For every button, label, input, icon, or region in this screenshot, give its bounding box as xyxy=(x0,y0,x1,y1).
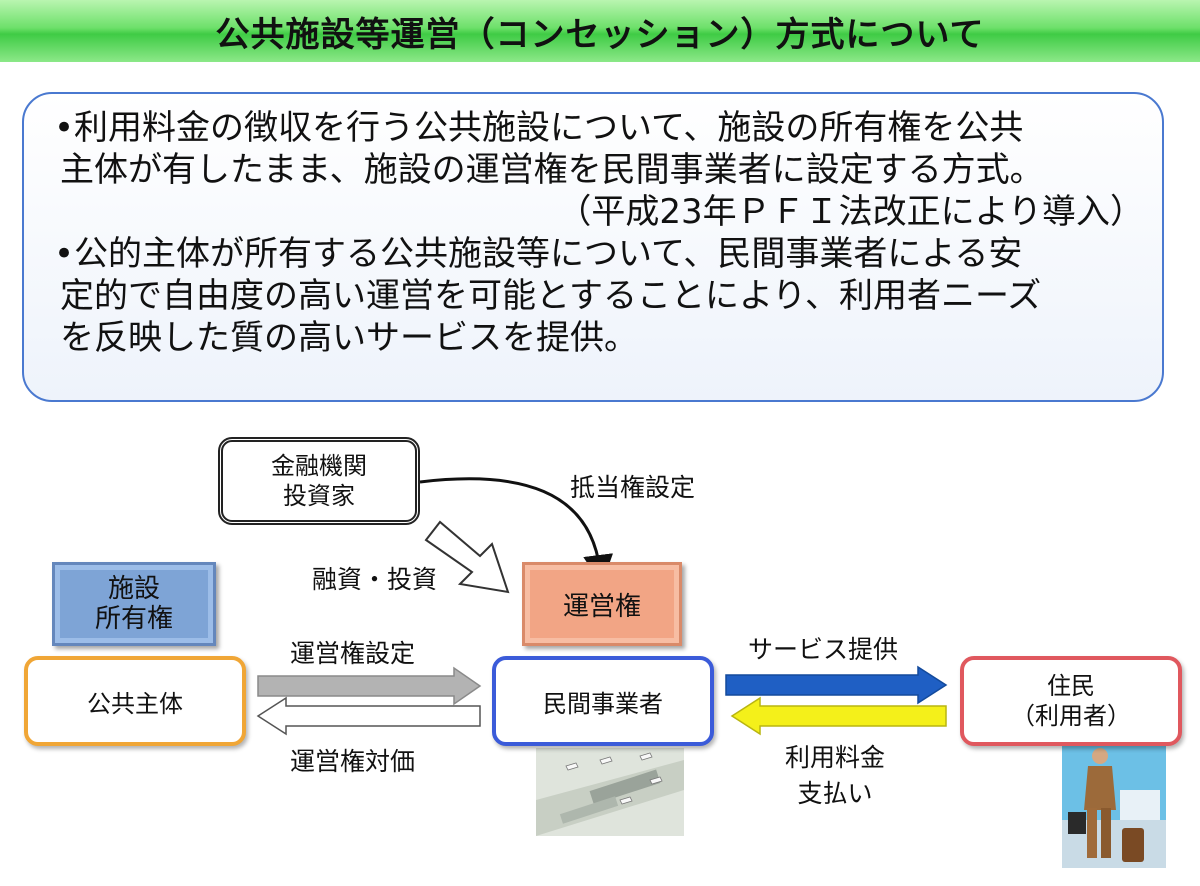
public-entity-label: 公共主体 xyxy=(87,689,183,718)
financing-arrow xyxy=(424,520,510,594)
financing-label: 融資・投資 xyxy=(312,565,438,594)
mortgage-arrow xyxy=(419,477,614,585)
mortgage-label: 抵当権設定 xyxy=(570,473,696,502)
residents-box: 住民 （利用者） xyxy=(960,656,1182,746)
finance-line2: 投資家 xyxy=(283,482,355,510)
fee-arrow xyxy=(730,696,947,736)
owner-line1: 施設 xyxy=(107,574,160,604)
private-operator-label: 民間事業者 xyxy=(543,689,663,718)
operating-right-label: 運営権 xyxy=(562,591,641,622)
page-title: 公共施設等運営（コンセッション）方式について xyxy=(215,14,985,55)
operating-right-box: 運営権 xyxy=(522,562,682,646)
consideration-arrow xyxy=(256,696,481,736)
intro-box: •利用料金の徴収を行う公共施設について、施設の所有権を公共 主体が有したまま、施… xyxy=(22,92,1164,402)
private-operator-box: 民間事業者 xyxy=(492,656,714,746)
facility-ownership-box: 施設 所有権 xyxy=(52,562,216,646)
finance-line1: 金融機関 xyxy=(271,452,367,480)
public-entity-box: 公共主体 xyxy=(24,656,246,746)
service-label: サービス提供 xyxy=(748,635,899,664)
residents-line2: （利用者） xyxy=(1011,702,1131,730)
traveler-illustration xyxy=(1062,744,1166,868)
owner-line2: 所有権 xyxy=(94,604,173,634)
finance-institution-box: 金融機関 投資家 xyxy=(218,437,420,525)
grant-label: 運営権設定 xyxy=(290,639,416,668)
fee-label: 利用料金 支払い xyxy=(770,740,900,812)
residents-line1: 住民 xyxy=(1047,672,1095,700)
fee-line1: 利用料金 xyxy=(784,743,885,772)
intro-line: •利用料金の徴収を行う公共施設について、施設の所有権を公共 xyxy=(54,108,1024,148)
airport-illustration xyxy=(536,748,684,836)
title-bar: 公共施設等運営（コンセッション）方式について xyxy=(0,0,1200,62)
consideration-label: 運営権対価 xyxy=(290,747,416,776)
intro-line: （平成23年ＰＦＩ法改正により導入） xyxy=(557,192,1144,232)
fee-line2: 支払い xyxy=(797,779,873,808)
intro-line: を反映した質の高いサービスを提供。 xyxy=(60,318,638,358)
intro-line: •公的主体が所有する公共施設等について、民間事業者による安 xyxy=(54,234,1023,274)
grant-arrow xyxy=(257,666,482,706)
intro-line: 主体が有したまま、施設の運営権を民間事業者に設定する方式。 xyxy=(60,150,1044,190)
intro-line: 定的で自由度の高い運営を可能とすることにより、利用者ニーズ xyxy=(60,276,1042,316)
service-arrow xyxy=(725,665,948,705)
